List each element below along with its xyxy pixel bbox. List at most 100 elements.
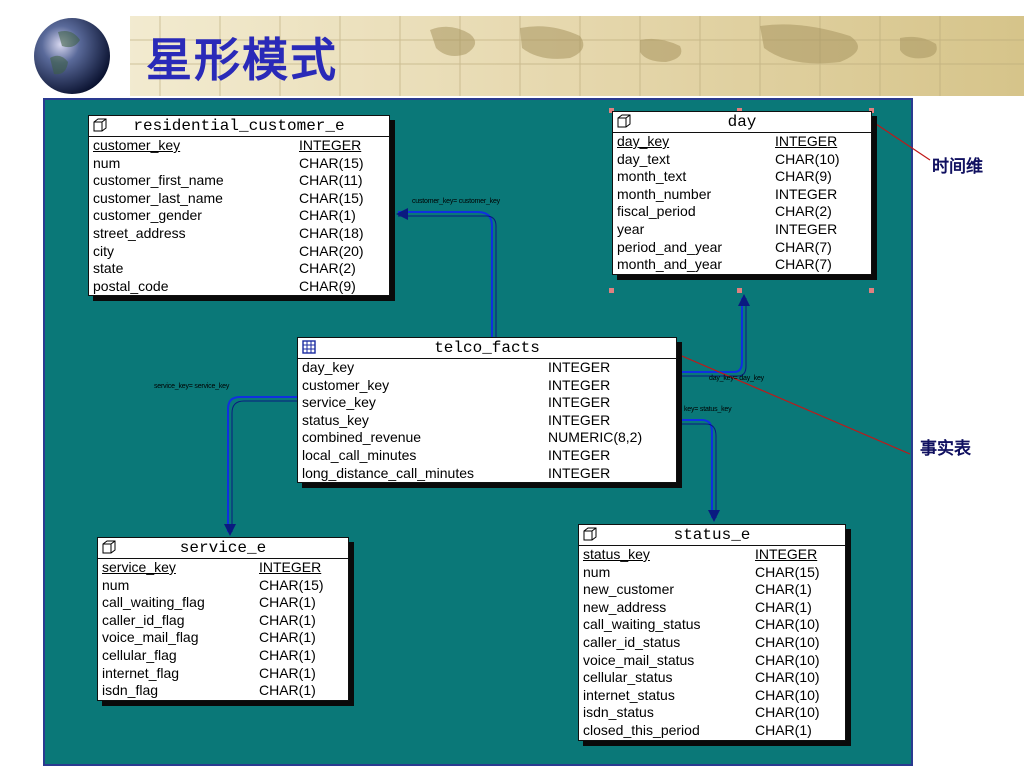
selection-handle[interactable] <box>737 288 742 293</box>
column-name: call_waiting_flag <box>102 594 205 611</box>
selection-handle[interactable] <box>609 288 614 293</box>
column-type: CHAR(2) <box>775 203 832 220</box>
page-title: 星形模式 <box>146 33 338 87</box>
column-type: CHAR(9) <box>299 277 356 294</box>
entity-title: status_e <box>673 526 751 544</box>
column-type: CHAR(1) <box>755 721 812 738</box>
callout-line-time-dimension <box>869 119 931 161</box>
column-name: num <box>102 576 130 593</box>
column-type: CHAR(10) <box>755 616 820 633</box>
column-type: INTEGER <box>755 546 818 562</box>
column-type: CHAR(10) <box>755 651 820 668</box>
selection-handle[interactable] <box>609 108 614 113</box>
column-type: CHAR(9) <box>775 168 832 185</box>
column-name: day_text <box>617 150 670 167</box>
column-name: combined_revenue <box>302 429 422 446</box>
column-type: NUMERIC(8,2) <box>548 429 643 446</box>
table-icon <box>617 114 631 128</box>
slide-banner <box>0 0 1024 96</box>
column-name: status_key <box>583 546 650 562</box>
column-name: postal_code <box>93 277 169 294</box>
column-name: new_customer <box>583 581 675 598</box>
arrowhead-icon <box>396 208 408 220</box>
column-type: INTEGER <box>259 559 322 575</box>
column-type: CHAR(18) <box>299 224 364 241</box>
column-type: INTEGER <box>548 464 611 481</box>
column-type: CHAR(7) <box>775 238 832 255</box>
column-type: INTEGER <box>548 446 611 463</box>
column-name: status_key <box>302 411 369 428</box>
column-type: INTEGER <box>775 220 838 237</box>
table-icon <box>93 118 107 132</box>
callout-line-fact-table <box>667 349 911 455</box>
column-name: num <box>93 154 121 171</box>
column-type: CHAR(1) <box>259 611 316 628</box>
entity-column-row[interactable]: combined_revenue NUMERIC(8,2) <box>298 429 676 447</box>
relationship-line-status <box>680 419 713 518</box>
column-type: CHAR(15) <box>299 154 364 171</box>
table-icon <box>583 527 597 541</box>
selection-handle[interactable] <box>869 288 874 293</box>
column-name: fiscal_period <box>617 203 696 220</box>
relationship-line-day <box>680 298 743 373</box>
entity-column-row[interactable]: num CHAR(15) <box>89 155 389 173</box>
column-type: CHAR(15) <box>755 563 820 580</box>
entity-column-row[interactable]: fiscal_period CHAR(2) <box>613 203 871 221</box>
column-type: CHAR(1) <box>299 207 356 224</box>
arrowhead-icon <box>708 510 720 522</box>
column-type: CHAR(1) <box>259 646 316 663</box>
entity-column-row[interactable]: period_and_year CHAR(7) <box>613 239 871 257</box>
entity-column-row[interactable]: status_key INTEGER <box>579 546 845 564</box>
column-type: CHAR(2) <box>299 260 356 277</box>
column-name: service_key <box>302 394 376 411</box>
column-name: period_and_year <box>617 238 723 255</box>
column-type: CHAR(10) <box>755 633 820 650</box>
column-name: day_key <box>302 359 355 375</box>
selection-handle[interactable] <box>737 108 742 113</box>
entity-column-row[interactable]: postal_code CHAR(9) <box>89 278 389 296</box>
selection-handle[interactable] <box>869 108 874 113</box>
